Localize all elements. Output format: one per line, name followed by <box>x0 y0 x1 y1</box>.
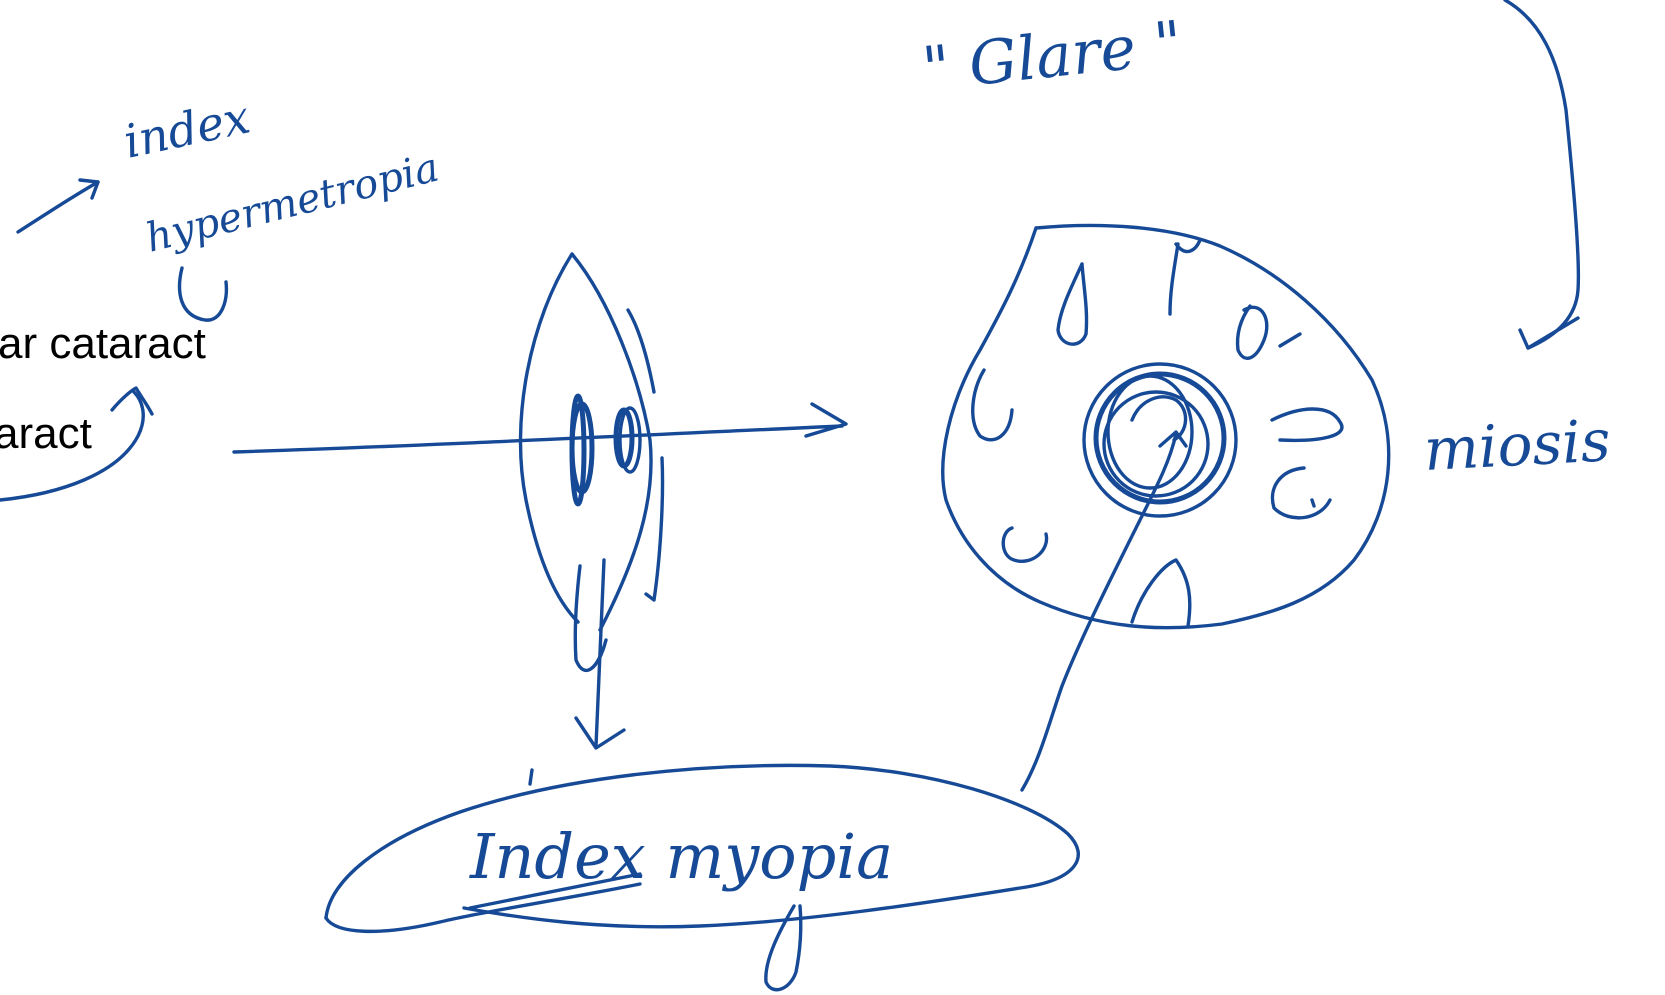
caret-arrow <box>0 386 154 502</box>
slide-text-line-2: aract <box>0 409 92 458</box>
index-myopia-callout <box>324 763 1080 992</box>
eye-front-view-drawing <box>941 223 1391 792</box>
index-myopia-label: Index myopia <box>469 820 893 893</box>
arrow-to-index-hypermetropia <box>16 178 100 234</box>
y-descender-stroke <box>177 266 229 322</box>
index-hypermetropia-label-2: hypermetropia <box>141 145 443 262</box>
slide-text-line-1: ar cataract <box>0 319 206 368</box>
arrow-to-miosis <box>1503 0 1581 350</box>
glare-label: " Glare " <box>919 8 1185 105</box>
miosis-label: miosis <box>1422 406 1612 484</box>
lens-side-view-drawing <box>232 252 848 750</box>
index-hypermetropia-label-1: index <box>119 90 254 169</box>
